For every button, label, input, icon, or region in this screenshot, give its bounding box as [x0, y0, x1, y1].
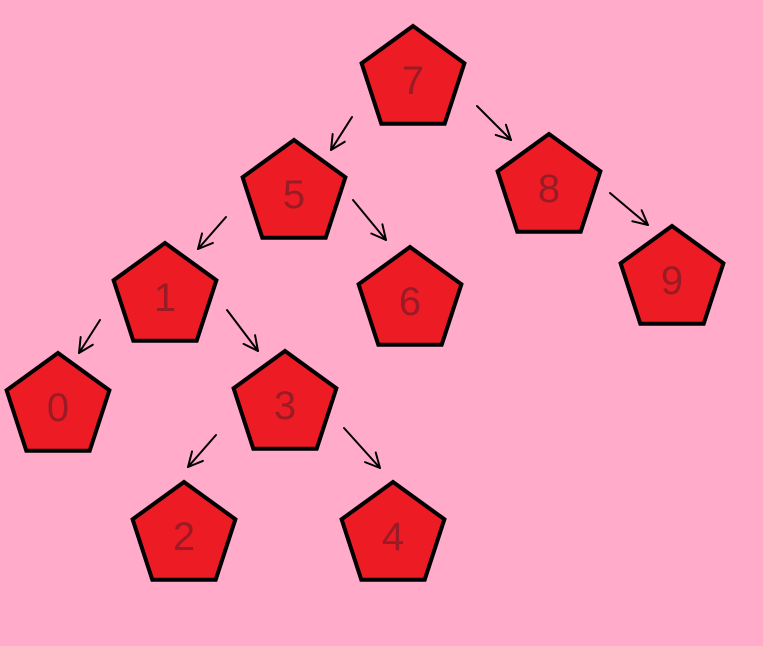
tree-node-0: 0 [4, 350, 112, 453]
node-label: 9 [661, 259, 683, 303]
edge-arrow-1-to-3 [226, 309, 259, 352]
pentagon-shape [359, 23, 467, 126]
node-label: 8 [538, 167, 560, 211]
edges-layer [78, 105, 649, 469]
edge-arrow-8-to-9 [609, 192, 649, 226]
node-label: 2 [173, 515, 195, 559]
pentagon-shape [231, 348, 339, 451]
edge-arrow-1-to-0 [78, 319, 101, 354]
tree-node-1: 1 [111, 240, 219, 343]
edge-arrow-7-to-5 [330, 116, 353, 151]
tree-node-7: 7 [359, 23, 467, 126]
node-label: 1 [154, 276, 176, 320]
pentagon-shape [495, 131, 603, 234]
pentagon-shape [356, 244, 464, 347]
node-label: 4 [382, 515, 404, 559]
tree-node-3: 3 [231, 348, 339, 451]
node-label: 5 [283, 173, 305, 217]
pentagon-shape [130, 479, 238, 582]
edge-arrow-3-to-4 [343, 427, 381, 469]
edge-arrow-5-to-1 [197, 216, 227, 250]
node-label: 7 [402, 59, 424, 103]
tree-node-2: 2 [130, 479, 238, 582]
tree-node-9: 9 [618, 223, 726, 326]
tree-node-4: 4 [339, 479, 447, 582]
pentagon-shape [339, 479, 447, 582]
pentagon-shape [618, 223, 726, 326]
pentagon-shape [4, 350, 112, 453]
pentagon-shape [240, 137, 348, 240]
tree-node-5: 5 [240, 137, 348, 240]
node-label: 0 [47, 386, 69, 430]
tree-node-6: 6 [356, 244, 464, 347]
nodes-layer: 7 5 8 1 6 9 0 3 2 4 [4, 23, 726, 582]
pentagon-shape [111, 240, 219, 343]
edge-arrow-3-to-2 [187, 434, 217, 468]
edge-arrow-5-to-6 [352, 199, 387, 241]
node-label: 6 [399, 280, 421, 324]
node-label: 3 [274, 384, 296, 428]
edge-arrow-7-to-8 [476, 105, 512, 141]
tree-node-8: 8 [495, 131, 603, 234]
